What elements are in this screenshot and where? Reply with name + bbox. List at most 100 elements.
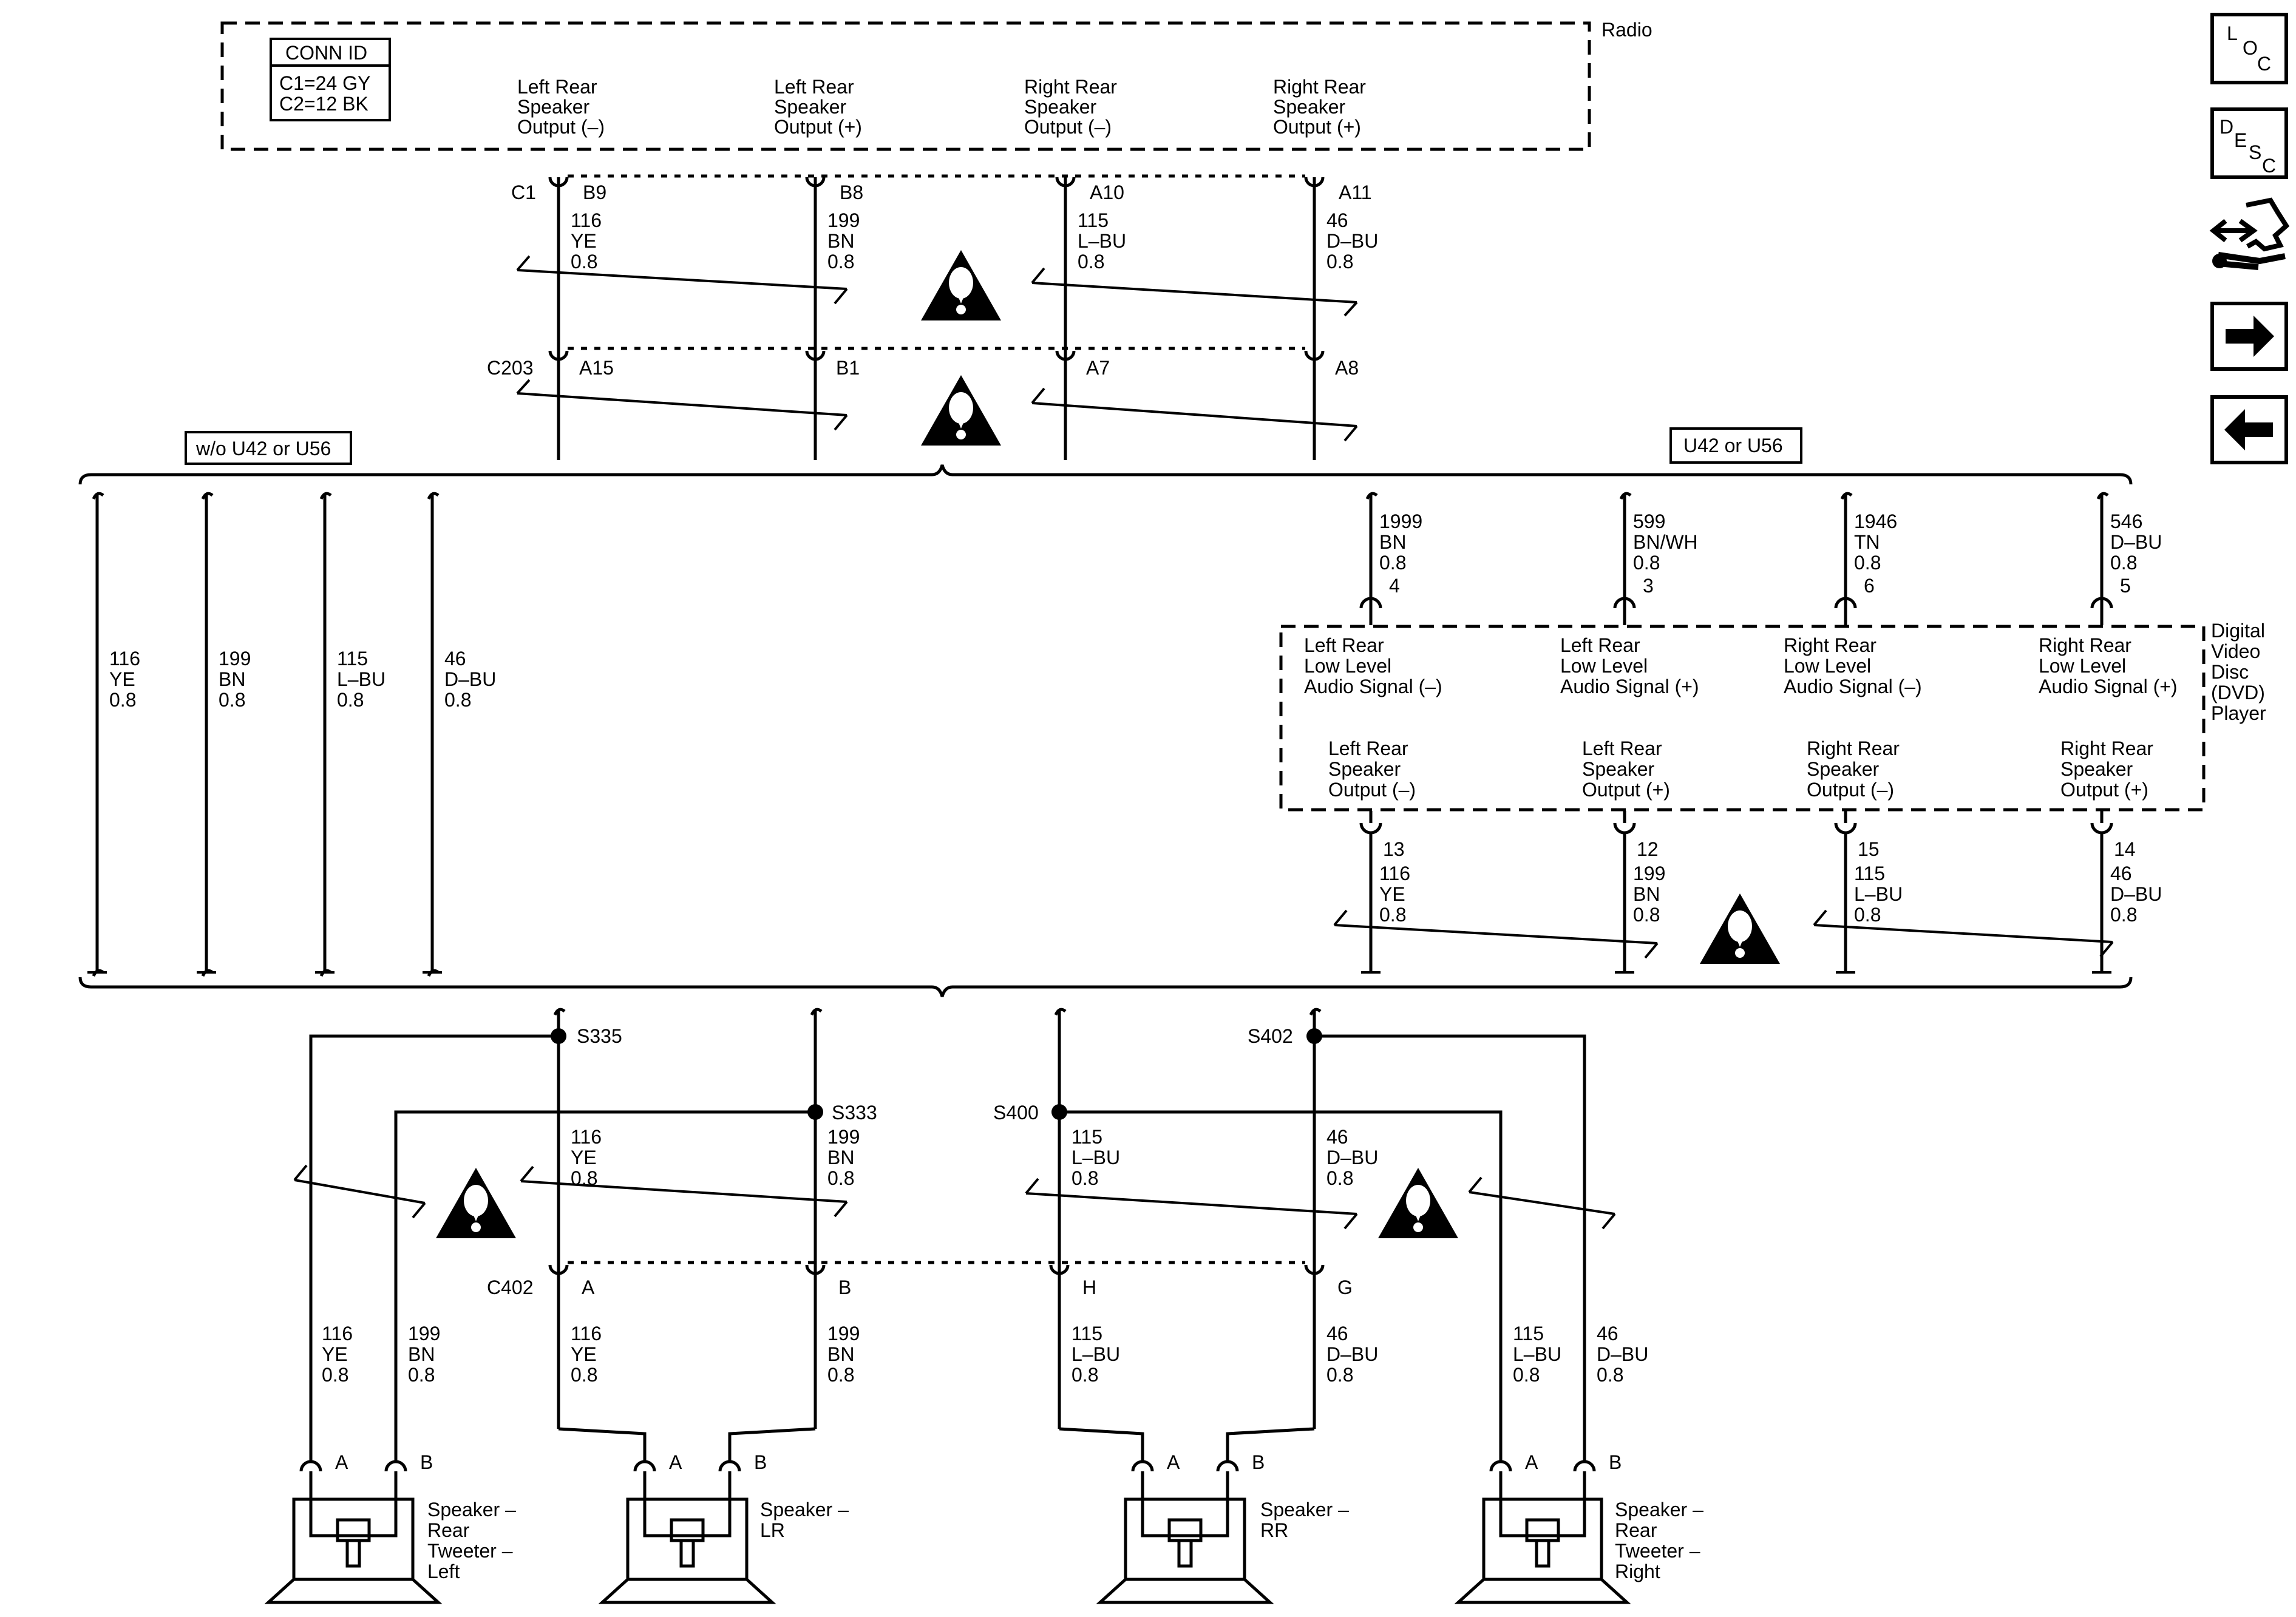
harness-break — [1365, 492, 1378, 500]
terminal — [2090, 822, 2113, 835]
previous-frame — [2210, 395, 2288, 464]
twist-mark — [1031, 402, 1357, 427]
option-right-label: U42 or U56 — [1683, 435, 1783, 456]
wire-label: YE — [322, 1343, 348, 1365]
wire-label: D–BU — [1326, 1147, 1378, 1168]
terminal — [1057, 177, 1074, 186]
wire-label: 546 — [2110, 510, 2142, 532]
speaker-name: RR — [1260, 1519, 1288, 1541]
wire-label: YE — [109, 668, 135, 690]
wire-label: 0.8 — [827, 1167, 854, 1189]
wire-label: 199 — [219, 648, 251, 670]
dvd-output-pin: 15 — [1858, 838, 1880, 860]
wire-label: 0.8 — [571, 251, 597, 273]
radio-output-label: Speaker — [1024, 96, 1097, 118]
previous-arrow-icon[interactable] — [2210, 395, 2288, 464]
next-arrow-icon[interactable] — [2210, 302, 2288, 371]
twist-mark — [294, 1179, 426, 1204]
speaker-coil — [1141, 1511, 1229, 1537]
twist-mark — [1025, 1178, 1039, 1195]
speaker-base — [264, 1578, 443, 1604]
c203-pin: A15 — [579, 357, 614, 379]
c402-pin: A — [582, 1276, 595, 1298]
twist-mark — [520, 1180, 847, 1203]
wire-label: 0.8 — [1379, 904, 1406, 926]
wire-label: BN — [1379, 531, 1406, 553]
option-left-label: w/o U42 or U56 — [195, 438, 331, 459]
terminal — [1216, 1460, 1239, 1472]
speaker-magnet — [1167, 1518, 1203, 1542]
speaker-base — [598, 1578, 776, 1604]
terminal — [384, 1460, 407, 1472]
dvd-output-label: Output (–) — [1807, 779, 1894, 801]
dvd-input-pin: 5 — [2120, 575, 2131, 597]
radio-output-label: Right Rear — [1273, 76, 1366, 98]
wire-label: 0.8 — [1633, 904, 1660, 926]
wire-label: 0.8 — [1326, 1364, 1353, 1386]
radio-pin: B9 — [583, 181, 606, 203]
terminal — [718, 1460, 741, 1472]
speaker-name: Left — [427, 1561, 460, 1582]
twist-mark — [834, 288, 848, 305]
wire-label: 116 — [571, 209, 602, 231]
loc-button-frame — [2210, 13, 2288, 84]
dvd-output-label: Right Rear — [2060, 737, 2153, 759]
speaker-name: Tweeter – — [1615, 1540, 1700, 1562]
dvd-input-label: Low Level — [1304, 655, 1391, 677]
dvd-title: (DVD) — [2211, 682, 2265, 703]
harness-break — [1619, 492, 1632, 500]
dvd-title: Player — [2211, 702, 2266, 724]
harness-break — [1054, 1008, 1067, 1016]
wire-label: D–BU — [2110, 531, 2162, 553]
terminal — [1613, 822, 1636, 835]
speaker-pin: B — [420, 1451, 433, 1473]
c402-pin: G — [1337, 1276, 1353, 1298]
harness-break — [427, 492, 440, 500]
dvd-player-box — [1279, 625, 2206, 812]
dvd-input-label: Low Level — [1560, 655, 1648, 677]
terminal — [1057, 351, 1074, 359]
speaker-cone — [1535, 1539, 1550, 1568]
desc-letter: D — [2220, 116, 2233, 138]
terminal — [1573, 1460, 1596, 1472]
wire-label: BN — [827, 230, 854, 252]
radio-output-label: Speaker — [774, 96, 847, 118]
wire-label: 0.8 — [337, 689, 364, 711]
wire-label: 0.8 — [219, 689, 245, 711]
wire-label: YE — [1379, 883, 1405, 905]
speaker-base — [1096, 1578, 1274, 1604]
speaker-name: Speaker – — [1615, 1499, 1703, 1520]
wire-speaker-rr — [1226, 1427, 1315, 1462]
wire-label: 199 — [827, 1126, 860, 1148]
speaker-magnet — [336, 1518, 371, 1542]
connector-outline — [2246, 197, 2290, 252]
wire-label: 0.8 — [1326, 1167, 1353, 1189]
harness-break — [1840, 492, 1853, 500]
terminal — [807, 351, 824, 359]
speaker-pin: B — [1252, 1451, 1265, 1473]
twist-mark — [1031, 282, 1357, 303]
wire-label: 0.8 — [109, 689, 136, 711]
component-tools-icon[interactable] — [2209, 197, 2290, 270]
dvd-input-label: Low Level — [1784, 655, 1871, 677]
wire-label: L–BU — [1513, 1343, 1561, 1365]
dvd-output-label: Output (+) — [2060, 779, 2148, 801]
wire-label: 0.8 — [1326, 251, 1353, 273]
loc-button[interactable]: LOC — [2210, 13, 2288, 84]
speaker-pin: A — [1525, 1451, 1538, 1473]
harness-break — [553, 1008, 566, 1016]
twist-mark — [1644, 942, 1659, 959]
twist-mark — [1333, 909, 1348, 926]
terminal — [550, 1265, 567, 1273]
desc-letter: S — [2249, 141, 2261, 163]
wire-label: TN — [1854, 531, 1880, 553]
wire-label: 0.8 — [1078, 251, 1104, 273]
wire-label: 1999 — [1379, 510, 1422, 532]
wire-label: 46 — [1326, 1323, 1348, 1344]
wire-label: 0.8 — [2110, 904, 2137, 926]
dvd-input-label: Right Rear — [1784, 634, 1877, 656]
wire-116-tweeter — [309, 1034, 559, 1462]
wire-label: 0.8 — [2110, 552, 2137, 574]
